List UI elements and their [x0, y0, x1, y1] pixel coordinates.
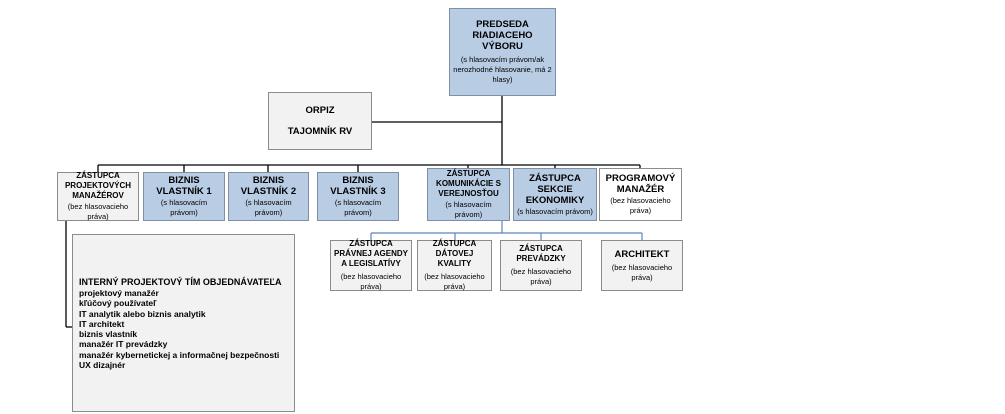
team-member: biznis vlastník — [79, 329, 138, 340]
data-quality-title: ZÁSTUPCA DÁTOVEJ KVALITY — [432, 239, 477, 268]
project-managers-title: ZÁSTUPCA PROJEKTOVÝCH MANAŽÉROV — [64, 171, 132, 200]
data-quality-box: ZÁSTUPCA DÁTOVEJ KVALITY (bez hlasovacie… — [417, 239, 492, 291]
business-owner-1-title: BIZNIS VLASTNÍK 1 — [156, 175, 212, 197]
communications-title: ZÁSTUPCA KOMUNIKÁCIE S VEREJNOSŤOU — [436, 169, 501, 198]
project-managers-note: (bez hlasovacieho práva) — [67, 202, 129, 221]
program-manager-note: (bez hlasovacieho práva) — [610, 196, 671, 215]
team-member: UX dizajnér — [79, 360, 126, 371]
communications-note: (s hlasovacím právom) — [445, 200, 492, 219]
business-owner-2-note: (s hlasovacím právom) — [245, 198, 292, 217]
business-owner-3-title: BIZNIS VLASTNÍK 3 — [330, 175, 386, 197]
architect-note: (bez hlasovacieho práva) — [611, 262, 673, 282]
economics-title: ZÁSTUPCA SEKCIE EKONOMIKY — [525, 172, 585, 206]
team-member: manažér kybernetickej a informačnej bezp… — [79, 349, 280, 360]
internal-project-team-box: INTERNÝ PROJEKTOVÝ TÍM OBJEDNÁVATEĽA pro… — [72, 234, 295, 412]
orpiz-box: ORPIZ TAJOMNÍK RV — [268, 92, 372, 150]
chair-box: PREDSEDA RIADIACEHO VÝBORU (s hlasovacím… — [449, 8, 556, 96]
communications-box: ZÁSTUPCA KOMUNIKÁCIE S VEREJNOSŤOU (s hl… — [427, 168, 510, 221]
team-member: manažér IT prevádzky — [79, 339, 168, 350]
team-member: projektový manažér — [79, 288, 159, 298]
operations-box: ZÁSTUPCA PREVÁDZKY (bez hlasovacieho prá… — [500, 240, 582, 291]
team-member: IT analytik alebo biznis analytik — [79, 308, 206, 319]
economics-note: (s hlasovacím právom) — [517, 206, 593, 216]
business-owner-3-note: (s hlasovacím právom) — [334, 198, 382, 217]
chair-title: PREDSEDA RIADIACEHO VÝBORU — [472, 19, 533, 52]
business-owner-3-box: BIZNIS VLASTNÍK 3 (s hlasovacím právom) — [317, 172, 399, 221]
operations-note: (bez hlasovacieho práva) — [510, 267, 572, 286]
business-owner-2-box: BIZNIS VLASTNÍK 2 (s hlasovacím právom) — [228, 172, 309, 221]
legal-title: ZÁSTUPCA PRÁVNEJ AGENDY A LEGISLATÍVY — [334, 239, 408, 268]
legal-note: (bez hlasovacieho práva) — [340, 272, 402, 291]
business-owner-1-note: (s hlasovacím právom) — [160, 198, 208, 217]
business-owner-2-title: BIZNIS VLASTNÍK 2 — [240, 175, 297, 197]
economics-box: ZÁSTUPCA SEKCIE EKONOMIKY (s hlasovacím … — [513, 168, 597, 221]
program-manager-title: PROGRAMOVÝ MANAŽÉR — [605, 173, 676, 195]
architect-title: ARCHITEKT — [614, 248, 670, 260]
team-member: kľúčový používateľ — [79, 298, 157, 309]
team-member: IT architekt — [79, 318, 125, 329]
chair-note: (s hlasovacím právom/ak nerozhodné hlaso… — [453, 55, 552, 84]
data-quality-note: (bez hlasovacieho práva) — [424, 272, 485, 291]
architect-box: ARCHITEKT (bez hlasovacieho práva) — [601, 240, 683, 291]
orpiz-subtitle: TAJOMNÍK RV — [287, 126, 353, 137]
team-heading: INTERNÝ PROJEKTOVÝ TÍM OBJEDNÁVATEĽA — [79, 277, 282, 287]
orpiz-title: ORPIZ — [305, 105, 335, 116]
legal-box: ZÁSTUPCA PRÁVNEJ AGENDY A LEGISLATÍVY (b… — [330, 239, 412, 291]
project-managers-box: ZÁSTUPCA PROJEKTOVÝCH MANAŽÉROV (bez hla… — [57, 171, 139, 221]
program-manager-box: PROGRAMOVÝ MANAŽÉR (bez hlasovacieho prá… — [599, 168, 682, 221]
business-owner-1-box: BIZNIS VLASTNÍK 1 (s hlasovacím právom) — [143, 172, 225, 221]
operations-title: ZÁSTUPCA PREVÁDZKY — [516, 244, 566, 263]
